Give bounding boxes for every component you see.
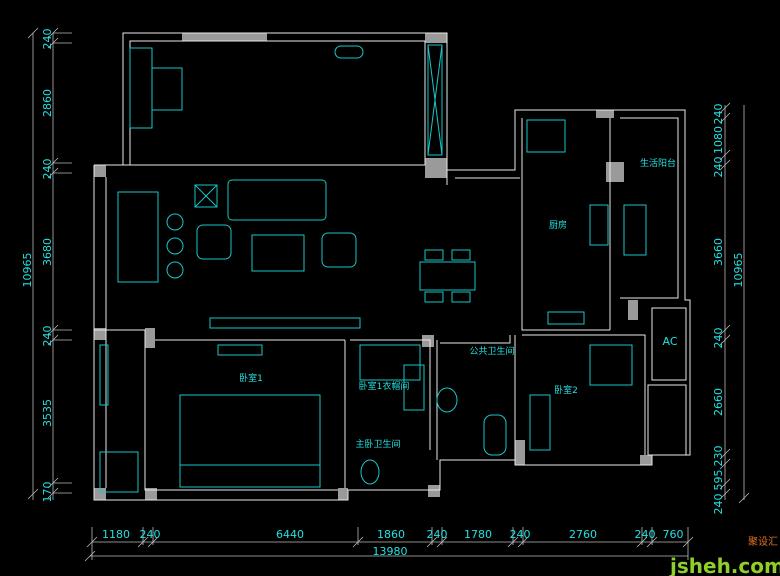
dim-right-3: 3660: [712, 238, 725, 266]
dim-bottom-7: 2760: [569, 528, 597, 541]
piano-icon: [129, 47, 153, 129]
dim-right-6: 230: [712, 446, 725, 467]
dim-bottom-6: 240: [510, 528, 531, 541]
watermark-logo: 聚设汇 jsheh.com: [669, 535, 780, 576]
bed2-icon: [589, 344, 633, 386]
label-master-bathroom: 主卧卫生间: [355, 438, 400, 450]
dim-bottom-2: 6440: [276, 528, 304, 541]
label-kitchen: 厨房: [549, 219, 567, 231]
label-bedroom1: 卧室1: [239, 372, 263, 384]
label-bedroom2: 卧室2: [554, 384, 578, 396]
dim-left-total: 10965: [21, 253, 34, 288]
right-dimensions: 240 1080 240 3660 240 2660 230 595 240 1…: [712, 102, 750, 515]
dim-left-2: 240: [41, 159, 54, 180]
dim-right-0: 240: [712, 104, 725, 125]
dim-left-4: 240: [41, 326, 54, 347]
bottom-dimensions: 1180 240 6440 1860 240 1780 240 2760 240…: [84, 527, 694, 562]
dim-right-total: 10965: [732, 253, 745, 288]
dim-bottom-3: 1860: [377, 528, 405, 541]
dim-right-5: 2660: [712, 388, 725, 416]
label-utility-balcony: 生活阳台: [640, 157, 676, 169]
dim-bottom-1: 240: [140, 528, 161, 541]
left-dimensions: 240 2860 240 3680 240 3535 170 10965: [21, 27, 72, 503]
dim-bottom-0: 1180: [102, 528, 130, 541]
dim-left-0: 240: [41, 29, 54, 50]
bed-icon: [179, 394, 321, 488]
dim-right-7: 595: [712, 470, 725, 491]
dim-left-3: 3680: [41, 238, 54, 266]
furniture: [99, 44, 647, 493]
dim-bottom-8: 240: [635, 528, 656, 541]
dim-bottom-4: 240: [427, 528, 448, 541]
dining-table-icon: [419, 261, 476, 291]
dim-bottom-5: 1780: [464, 528, 492, 541]
sofa-icon: [227, 179, 327, 221]
dim-right-2: 240: [712, 157, 725, 178]
dim-right-4: 240: [712, 328, 725, 349]
label-ac: AC: [662, 335, 677, 348]
walls: [94, 33, 652, 500]
label-bedroom1-closet: 卧室1衣帽间: [359, 380, 410, 392]
room-labels: 厨房 生活阳台 公共卫生间 卧室1 卧室1衣帽间 主卧卫生间 卧室2 AC: [239, 157, 678, 450]
dim-bottom-9: 760: [663, 528, 684, 541]
dim-left-5: 3535: [41, 399, 54, 427]
label-public-bathroom: 公共卫生间: [469, 345, 514, 357]
dim-right-1: 1080: [712, 126, 725, 154]
wall-outlines: [93, 32, 691, 501]
toilet-icon: [483, 414, 507, 456]
watermark-text: jsheh.com: [669, 554, 780, 576]
dim-left-6: 170: [41, 482, 54, 503]
sink-icon: [589, 204, 609, 246]
dim-bottom-total: 13980: [373, 545, 408, 558]
watermark-cn: 聚设汇: [748, 535, 778, 548]
dim-left-1: 2860: [41, 89, 54, 117]
dim-right-8: 240: [712, 494, 725, 515]
